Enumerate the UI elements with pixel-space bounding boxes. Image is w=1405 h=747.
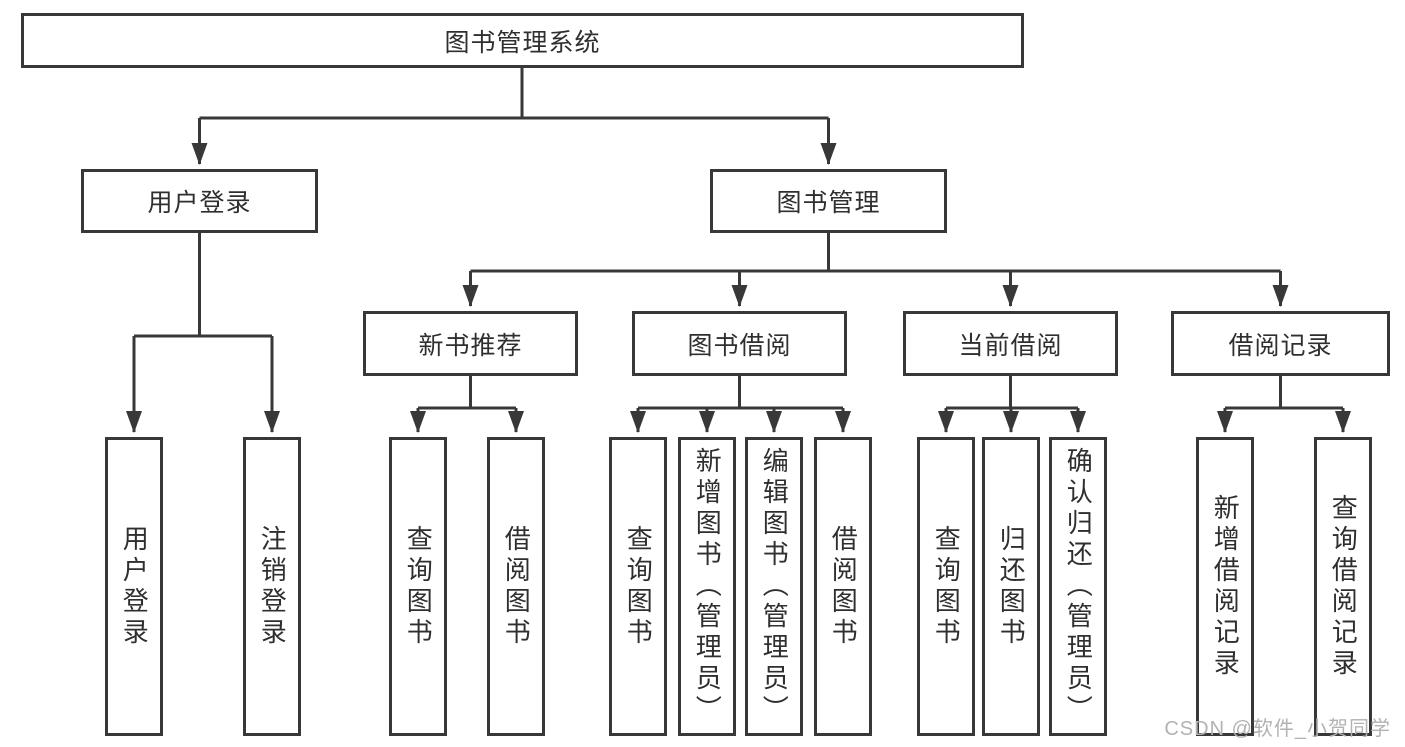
leaf-borrow-books-recommend: 借阅图书 <box>487 437 545 736</box>
leaf-label: 借阅图书 <box>501 524 532 649</box>
leaf-user-login: 用户登录 <box>105 437 163 736</box>
node-label: 图书管理 <box>776 189 881 217</box>
node-label: 借阅记录 <box>1228 331 1333 360</box>
leaf-query-books-borrow: 查询图书 <box>609 437 667 736</box>
leaf-label: 查询图书 <box>623 524 654 649</box>
leaf-query-books-current: 查询图书 <box>917 437 975 736</box>
leaf-add-borrow-record: 新增借阅记录 <box>1196 437 1254 736</box>
node-book-borrowing: 图书借阅 <box>632 311 847 376</box>
node-library-management-system: 图书管理系统 <box>21 13 1024 68</box>
leaf-query-books-recommend: 查询图书 <box>389 437 447 736</box>
leaf-borrow-books: 借阅图书 <box>814 437 872 736</box>
leaf-label: 查询图书 <box>931 524 962 649</box>
leaf-label: 查询图书 <box>403 524 434 649</box>
leaf-add-book-admin: 新增图书（管理员） <box>678 437 736 736</box>
node-label: 图书借阅 <box>687 331 792 360</box>
leaf-confirm-return-admin: 确认归还（管理员） <box>1049 437 1107 736</box>
node-label: 图书管理系统 <box>444 28 601 57</box>
leaf-label: 编辑图书（管理员） <box>759 447 790 726</box>
leaf-label: 新增图书（管理员） <box>692 447 723 726</box>
leaf-label: 归还图书 <box>996 524 1027 649</box>
leaf-logout: 注销登录 <box>243 437 301 736</box>
wire-root-rail <box>199 68 829 120</box>
node-new-book-recommendation: 新书推荐 <box>363 311 578 376</box>
leaf-label: 借阅图书 <box>828 524 859 649</box>
wire-current-borrow-rail <box>946 376 1078 410</box>
wire-new-book-rail <box>418 376 516 410</box>
leaf-label: 注销登录 <box>257 524 288 649</box>
wire-book-management-rail <box>470 233 1281 273</box>
node-book-management: 图书管理 <box>710 169 947 233</box>
leaf-label: 确认归还（管理员） <box>1063 447 1094 726</box>
leaf-return-book: 归还图书 <box>982 437 1040 736</box>
leaf-query-borrow-record: 查询借阅记录 <box>1314 437 1372 736</box>
leaf-edit-book-admin: 编辑图书（管理员） <box>745 437 803 736</box>
node-current-borrowing: 当前借阅 <box>903 311 1118 376</box>
leaf-label: 用户登录 <box>119 524 150 649</box>
csdn-watermark: CSDN @软件_小贺同学 <box>1164 718 1391 740</box>
leaf-label: 新增借阅记录 <box>1210 493 1241 680</box>
node-user-login: 用户登录 <box>81 169 318 233</box>
node-borrowing-records: 借阅记录 <box>1171 311 1390 376</box>
wire-book-borrow-rail <box>638 376 843 410</box>
node-label: 用户登录 <box>147 189 252 217</box>
node-label: 当前借阅 <box>958 331 1063 360</box>
node-label: 新书推荐 <box>418 331 523 360</box>
leaf-label: 查询借阅记录 <box>1328 493 1359 680</box>
wire-borrow-records-rail <box>1225 376 1343 410</box>
wire-user-login-rail <box>134 233 272 338</box>
